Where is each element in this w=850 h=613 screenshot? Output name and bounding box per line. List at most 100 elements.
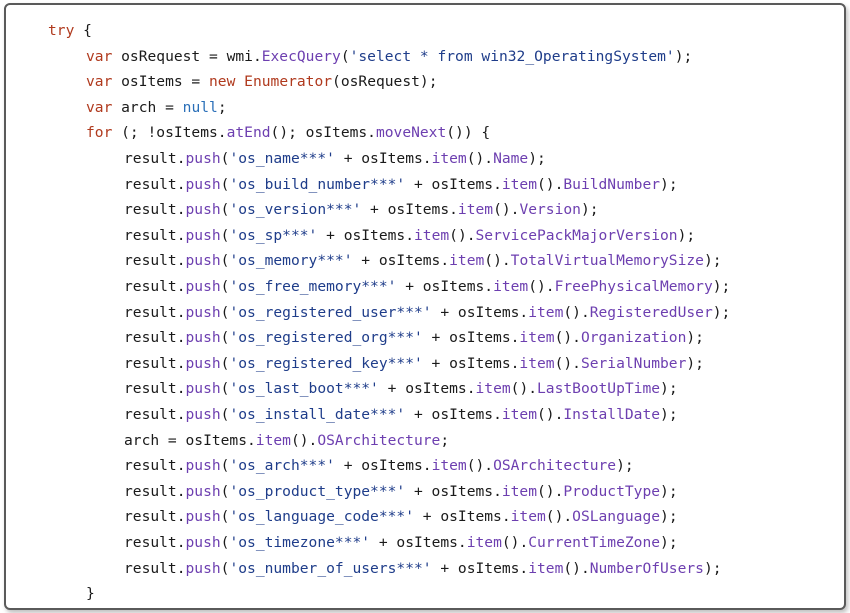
code-token: (: [220, 278, 230, 295]
code-token: + osItems.: [422, 354, 520, 372]
code-token: result.: [124, 201, 186, 219]
code-token: result.: [124, 354, 186, 372]
code-token: + osItems.: [405, 406, 502, 423]
code-block: try {var osRequest = wmi.ExecQuery('sele…: [6, 5, 844, 608]
code-token: (: [220, 406, 230, 423]
code-line: result.push('os_free_memory***' + osItem…: [124, 275, 730, 299]
code-token: item: [466, 534, 502, 551]
code-line: arch = osItems.item().OSArchitecture;: [124, 429, 449, 453]
code-token: );: [660, 406, 678, 423]
code-token: push: [185, 226, 221, 244]
code-token: InstallDate: [563, 406, 661, 423]
code-token: push: [185, 175, 221, 193]
code-token: item: [431, 457, 467, 475]
code-token: result.: [124, 175, 186, 193]
code-token: item: [501, 482, 538, 500]
code-token: result.: [124, 226, 186, 244]
code-token: ;: [217, 98, 227, 116]
code-token: ().: [466, 457, 494, 475]
code-token: item: [519, 354, 555, 372]
code-token: 'os_build_number***': [229, 175, 406, 193]
code-token: result.: [124, 329, 186, 347]
code-token: ().: [528, 278, 555, 295]
code-token: + osItems.: [431, 559, 529, 577]
code-line: for (; !osItems.atEnd(); osItems.moveNex…: [86, 121, 490, 145]
code-line: result.push('os_install_date***' + osIte…: [124, 403, 678, 427]
code-line: result.push('os_last_boot***' + osItems.…: [124, 377, 678, 401]
code-token: ().: [510, 380, 538, 398]
code-token: item: [449, 252, 485, 270]
code-token: );: [660, 534, 678, 551]
code-token: var: [86, 47, 113, 65]
code-token: ().: [545, 508, 573, 526]
code-line: result.push('os_number_of_users***' + os…: [124, 557, 722, 581]
code-token: osItems =: [112, 73, 210, 91]
code-token: item: [519, 329, 555, 347]
code-token: result.: [124, 150, 186, 167]
code-token: 'os_registered_key***': [229, 354, 423, 372]
code-token: 'os_language_code***': [229, 508, 414, 526]
code-token: ().: [290, 431, 318, 449]
code-token: 'os_last_boot***': [229, 380, 379, 398]
code-token: var: [86, 98, 113, 116]
code-token: try: [48, 22, 75, 39]
code-token: ProductType: [563, 482, 661, 500]
code-token: );: [660, 508, 678, 526]
code-token: (: [220, 175, 230, 193]
code-token: (: [220, 201, 230, 219]
code-token: 'os_number_of_users***': [229, 559, 432, 577]
code-token: + osItems.: [405, 482, 502, 500]
code-token: );: [677, 226, 696, 244]
code-token: (; !osItems.: [112, 124, 227, 142]
code-token: push: [185, 252, 221, 270]
code-token: arch = osItems.: [124, 431, 256, 449]
code-token: (: [220, 482, 230, 500]
code-token: + osItems.: [413, 508, 511, 526]
code-token: ().: [501, 534, 529, 551]
code-token: push: [185, 278, 221, 295]
code-token: + osItems.: [431, 303, 529, 321]
code-token: item: [528, 303, 564, 321]
code-token: );: [616, 457, 634, 475]
code-token: result.: [124, 278, 186, 295]
code-token: + osItems.: [370, 534, 467, 551]
code-token: (: [220, 303, 230, 321]
code-line: result.push('os_registered_org***' + osI…: [124, 326, 704, 350]
code-token: result.: [124, 252, 186, 270]
code-token: );: [703, 252, 722, 270]
code-token: {: [74, 22, 92, 39]
code-token: (: [220, 329, 230, 347]
code-token: arch =: [112, 98, 183, 116]
code-token: result.: [124, 534, 186, 551]
code-token: }: [86, 585, 95, 603]
code-token: ().: [563, 559, 590, 577]
code-token: item: [493, 278, 529, 295]
code-token: Enumerator: [244, 73, 333, 91]
code-token: OSArchitecture: [493, 457, 617, 475]
code-token: Organization: [580, 329, 687, 347]
code-token: (: [220, 226, 230, 244]
code-token: 'os_version***': [229, 201, 362, 219]
code-line: result.push('os_build_number***' + osIte…: [124, 173, 678, 197]
code-line: try {: [48, 19, 92, 43]
code-token: + osItems.: [352, 252, 450, 270]
code-token: (: [220, 457, 230, 475]
code-token: item: [475, 380, 511, 398]
code-token: + osItems.: [334, 150, 432, 167]
code-token: ().: [554, 329, 581, 347]
code-token: (: [220, 508, 230, 526]
code-token: result.: [124, 457, 186, 475]
code-line: result.push('os_timezone***' + osItems.i…: [124, 531, 678, 555]
code-token: ().: [537, 175, 564, 193]
code-token: ().: [554, 354, 581, 372]
code-token: osRequest = wmi.: [112, 47, 262, 65]
code-token: + osItems.: [334, 457, 432, 475]
code-token: 'os_free_memory***': [229, 278, 397, 295]
code-token: result.: [124, 406, 186, 423]
code-token: (: [220, 534, 230, 551]
code-token: result.: [124, 303, 186, 321]
code-token: ().: [537, 482, 564, 500]
code-token: OSArchitecture: [317, 431, 441, 449]
code-token: 'os_install_date***': [229, 406, 406, 423]
code-token: + osItems.: [396, 278, 494, 295]
